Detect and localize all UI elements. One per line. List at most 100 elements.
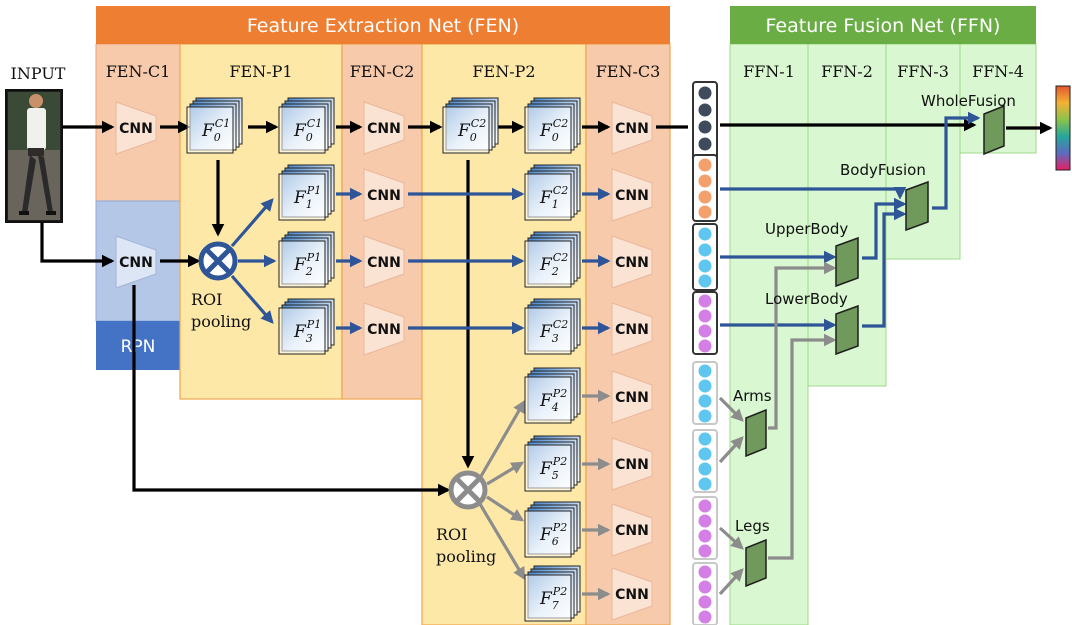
cnn-block-c3-2: CNN — [611, 235, 653, 289]
cnn-block-c2-0: CNN — [363, 101, 405, 155]
fusion-whole — [983, 104, 1005, 156]
arrow-rpn-roi2 — [132, 285, 451, 497]
svg-text:CNN: CNN — [119, 121, 153, 137]
fusion-label-whole: WholeFusion — [921, 92, 1016, 110]
arrow-body-whole — [932, 111, 981, 210]
roi-pooling-label-1b: pooling — [191, 312, 251, 331]
feature-map-p1-2: F2P1 — [278, 231, 335, 288]
svg-text:CNN: CNN — [615, 457, 649, 473]
arrow-lower-body — [862, 207, 907, 328]
arrow-vec4-arms — [718, 396, 744, 422]
svg-text:F0C1: F0C1 — [201, 117, 230, 144]
fusion-label-body: BodyFusion — [840, 161, 926, 179]
arrows-gray — [478, 261, 837, 601]
cnn-block-c3-0: CNN — [611, 101, 653, 155]
cnn-block-c3-1: CNN — [611, 168, 653, 222]
cnn-block-c3-5: CNN — [611, 437, 653, 491]
roi-pooling-node-2 — [448, 470, 488, 510]
cnn-blocks: CNN CNN CNN CNN CNN CNN CNN CNN — [115, 101, 653, 621]
svg-text:CNN: CNN — [615, 322, 649, 338]
ffn-3-label: FFN-3 — [897, 62, 949, 81]
feature-vector-arm-2 — [692, 429, 718, 493]
feature-map-p2-4: F4P2 — [524, 367, 581, 424]
arrow-roi2-fp2-5 — [486, 461, 525, 486]
svg-text:F3P1: F3P1 — [293, 318, 321, 345]
ffn-title: Feature Fusion Net (FFN) — [766, 15, 1001, 37]
arrow-vec6-legs — [718, 526, 744, 550]
cnn-block-c3-3: CNN — [611, 302, 653, 356]
arrow-roi2-fp2-4 — [478, 399, 526, 479]
fen-column-labels: FEN-C1 FEN-P1 FEN-C2 FEN-P2 FEN-C3 — [106, 62, 661, 81]
arrow-vec5-arms — [718, 436, 744, 464]
feature-map-p1-3: F3P1 — [278, 298, 335, 355]
ffn-2-label: FFN-2 — [821, 62, 873, 81]
ffn-1-region — [729, 43, 809, 625]
arrow-roi1-fp1-3 — [230, 274, 274, 324]
feature-vector-upper — [692, 223, 718, 291]
svg-text:CNN: CNN — [615, 188, 649, 204]
arrows-blue — [230, 111, 981, 335]
rpn-label: RPN — [121, 337, 156, 357]
svg-text:CNN: CNN — [367, 255, 401, 271]
roi-pooling-node-1 — [198, 241, 238, 281]
fen-p1-label: FEN-P1 — [229, 62, 292, 81]
fusion-label-lower: LowerBody — [765, 290, 848, 308]
ffn-column-labels: FFN-1 FFN-2 FFN-3 FFN-4 — [743, 62, 1024, 81]
fusion-label-upper: UpperBody — [765, 220, 848, 238]
cnn-block-c3-6: CNN — [611, 503, 653, 557]
svg-text:F4P2: F4P2 — [539, 387, 567, 414]
arrows-black — [40, 118, 1053, 497]
svg-text:CNN: CNN — [615, 255, 649, 271]
feature-maps: F0C1 F0C1 F1P1 F2P1 F3P1 — [186, 97, 581, 622]
arrow-input-rpn — [40, 222, 115, 268]
arrow-vec1-body — [720, 186, 907, 200]
rpn-label-box — [96, 321, 180, 370]
fen-p2-label: FEN-P2 — [472, 62, 535, 81]
arrow-roi2-fp2-6 — [486, 495, 525, 522]
arrow-legs-lower — [768, 333, 837, 560]
svg-text:F2C2: F2C2 — [539, 251, 568, 278]
svg-text:F0C1: F0C1 — [293, 117, 322, 144]
cnn-block-c2-1: CNN — [363, 168, 405, 222]
fusion-blocks — [745, 104, 1005, 588]
svg-text:F1P1: F1P1 — [293, 184, 321, 211]
output-feature-bar — [1055, 85, 1071, 171]
input-label: INPUT — [11, 64, 66, 83]
svg-text:CNN: CNN — [615, 523, 649, 539]
feature-vector-body — [692, 154, 718, 222]
svg-text:CNN: CNN — [367, 121, 401, 137]
cnn-block-c2-3: CNN — [363, 302, 405, 356]
cnn-block-c2-2: CNN — [363, 235, 405, 289]
arrow-upper-body — [862, 197, 907, 260]
arrow-roi1-fp1-1 — [230, 198, 274, 248]
feature-vectors — [692, 81, 718, 625]
fusion-body — [905, 180, 929, 232]
fusion-legs — [745, 538, 767, 588]
svg-text:CNN: CNN — [367, 322, 401, 338]
feature-map-c2-2: F2C2 — [524, 231, 581, 288]
feature-map-c1-b: F0C1 — [278, 97, 335, 154]
feature-vector-lower — [692, 291, 718, 355]
svg-text:CNN: CNN — [367, 188, 401, 204]
svg-text:F0C2: F0C2 — [457, 117, 486, 144]
fusion-lower — [835, 304, 859, 356]
fen-c2-label: FEN-C2 — [350, 62, 415, 81]
feature-map-c2-a: F0C2 — [442, 97, 499, 154]
ffn-title-bar — [730, 6, 1036, 44]
svg-text:F5P2: F5P2 — [539, 455, 567, 482]
svg-text:CNN: CNN — [615, 587, 649, 603]
feature-map-c2-b: F0C2 — [524, 97, 581, 154]
fusion-label-arms: Arms — [733, 387, 772, 405]
feature-vector-leg-1 — [692, 496, 718, 560]
fen-title: Feature Extraction Net (FEN) — [247, 15, 519, 37]
feature-vector-leg-2 — [692, 562, 718, 625]
arrow-roi2-fp2-7 — [478, 503, 526, 581]
roi-pooling-label-2a: ROI — [436, 525, 467, 544]
ffn-4-label: FFN-4 — [972, 62, 1024, 81]
svg-text:CNN: CNN — [615, 390, 649, 406]
feature-map-c2-3: F3C2 — [524, 298, 581, 355]
input-image — [5, 89, 63, 223]
feature-map-c1-a: F0C1 — [186, 97, 243, 154]
fen-title-bar — [96, 6, 670, 44]
